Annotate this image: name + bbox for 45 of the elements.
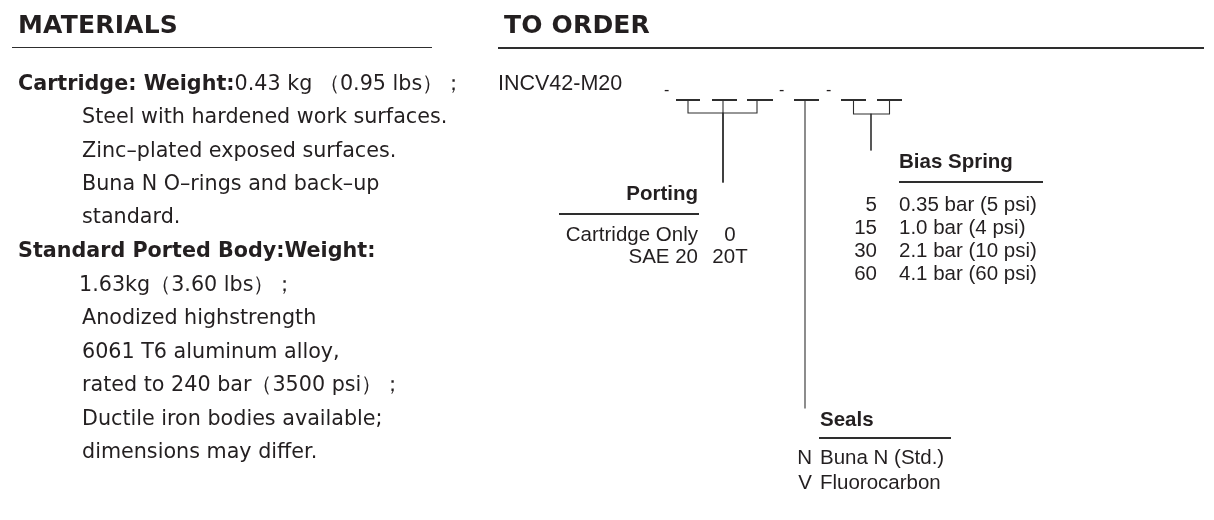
fill-in-line: [676, 99, 700, 101]
spec-text: Ductile iron bodies available;: [82, 405, 383, 430]
option-description: 1.0 bar (4 psi): [899, 216, 1026, 240]
fill-in-line: [747, 99, 773, 101]
option-description: SAE 20: [628, 244, 698, 268]
option-description: 2.1 bar (10 psi): [899, 239, 1037, 263]
option-heading: Porting: [626, 182, 698, 206]
option-code: 60: [854, 262, 877, 286]
option-description: Fluorocarbon: [820, 470, 941, 494]
spec-heading: Standard Ported Body:Weight:: [18, 238, 376, 263]
code-separator: -: [779, 80, 785, 99]
option-code: 15: [854, 216, 877, 240]
section-heading: TO ORDER: [504, 9, 650, 39]
leader-line: [804, 100, 806, 409]
spec-text: Steel with hardened work surfaces.: [82, 104, 448, 129]
fill-in-line: [712, 99, 737, 101]
spec-text: 6061 T6 aluminum alloy,: [82, 338, 340, 363]
leader-line: [722, 100, 758, 183]
option-code: 20T: [712, 244, 748, 268]
option-description: 4.1 bar (60 psi): [899, 262, 1037, 286]
fill-in-line: [841, 99, 866, 101]
code-separator: -: [826, 80, 832, 99]
code-separator: -: [664, 80, 670, 99]
option-code: V: [798, 470, 812, 494]
option-heading: Seals: [820, 408, 874, 432]
option-code: N: [797, 446, 812, 470]
model-code: INCV42-M20: [498, 70, 623, 95]
spec-text: Anodized highstrength: [82, 305, 317, 330]
option-heading: Bias Spring: [899, 150, 1013, 174]
option-description: Cartridge Only: [565, 222, 698, 246]
spec-text: dimensions may differ.: [82, 439, 318, 464]
spec-text: rated to 240 bar（3500 psi）；: [82, 372, 404, 397]
fill-in-line: [877, 99, 902, 101]
spec-text: Buna N O–rings and back–up standard.: [82, 169, 381, 231]
option-description: Buna N (Std.): [820, 446, 945, 470]
option-code: 0: [724, 222, 736, 246]
option-description: 0.35 bar (5 psi): [899, 193, 1037, 217]
option-code: 30: [854, 239, 877, 263]
leader-line: [870, 100, 891, 151]
spec-text: 1.63kg（3.60 lbs）；: [79, 271, 296, 296]
fill-in-line: [794, 99, 819, 101]
option-code: 5: [865, 193, 877, 217]
spec-text: Cartridge: Weight:0.43 kg （0.95 lbs）；: [18, 70, 465, 95]
spec-text: Zinc–plated exposed surfaces.: [82, 137, 397, 162]
section-heading: MATERIALS: [18, 9, 178, 39]
